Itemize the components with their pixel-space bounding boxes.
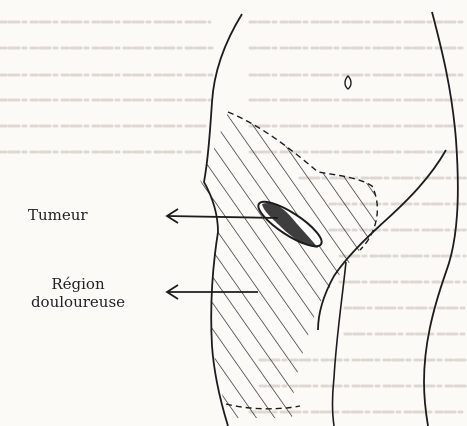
inner-thigh-line — [333, 262, 347, 426]
painful-region-label: Région douloureuse — [14, 275, 142, 311]
navel — [345, 76, 351, 89]
painful-region-label-line2: douloureuse — [14, 293, 142, 311]
painful-region-label-line1: Région — [14, 275, 142, 293]
tumour-label: Tumeur — [28, 206, 88, 224]
body-right-contour — [424, 12, 458, 426]
